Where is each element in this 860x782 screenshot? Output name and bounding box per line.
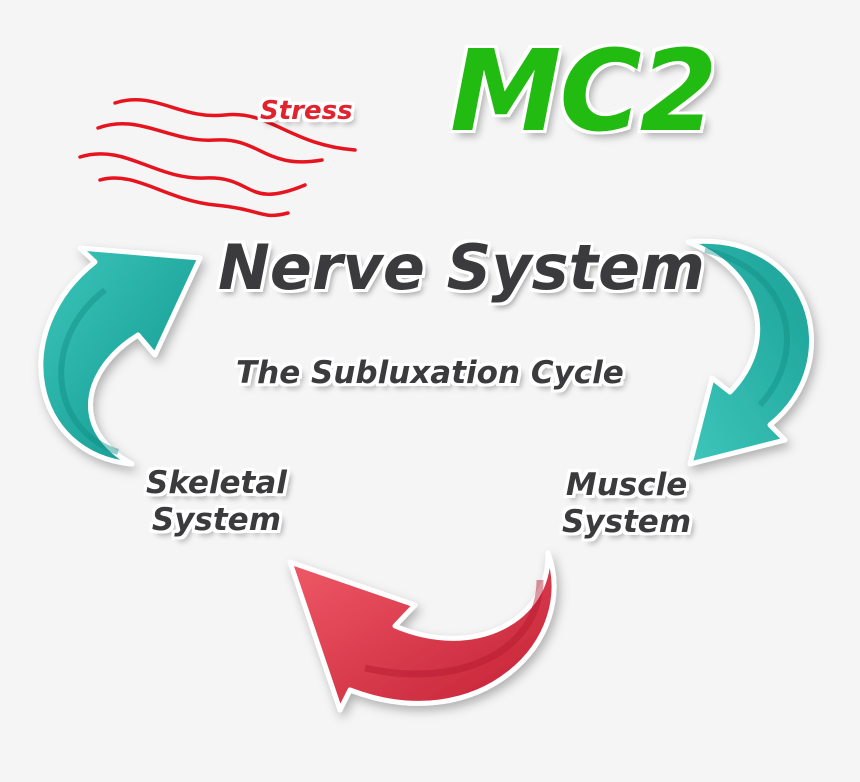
muscle-line-2: System bbox=[562, 503, 692, 540]
skeletal-system-label: Skeletal System bbox=[146, 465, 287, 538]
arrow-nerve-to-muscle bbox=[685, 238, 815, 467]
subluxation-cycle-subtitle: The Subluxation Cycle bbox=[236, 355, 624, 391]
muscle-line-1: Muscle bbox=[565, 467, 688, 503]
skeletal-line-1: Skeletal bbox=[146, 465, 287, 501]
arrow-muscle-to-skeletal bbox=[287, 550, 557, 713]
stress-wave-4 bbox=[98, 176, 290, 218]
nerve-system-title: Nerve System bbox=[218, 231, 705, 304]
muscle-system-label: Muscle System bbox=[562, 467, 691, 540]
stress-waves bbox=[78, 97, 357, 218]
arrow-skeletal-to-nerve bbox=[38, 245, 203, 467]
stress-wave-1 bbox=[113, 97, 357, 152]
skeletal-line-2: System bbox=[151, 501, 282, 538]
stress-label: Stress bbox=[260, 96, 353, 126]
stress-wave-3 bbox=[78, 152, 307, 196]
brand-logo-text: MC2 bbox=[450, 27, 718, 157]
stress-wave-2 bbox=[96, 122, 324, 164]
